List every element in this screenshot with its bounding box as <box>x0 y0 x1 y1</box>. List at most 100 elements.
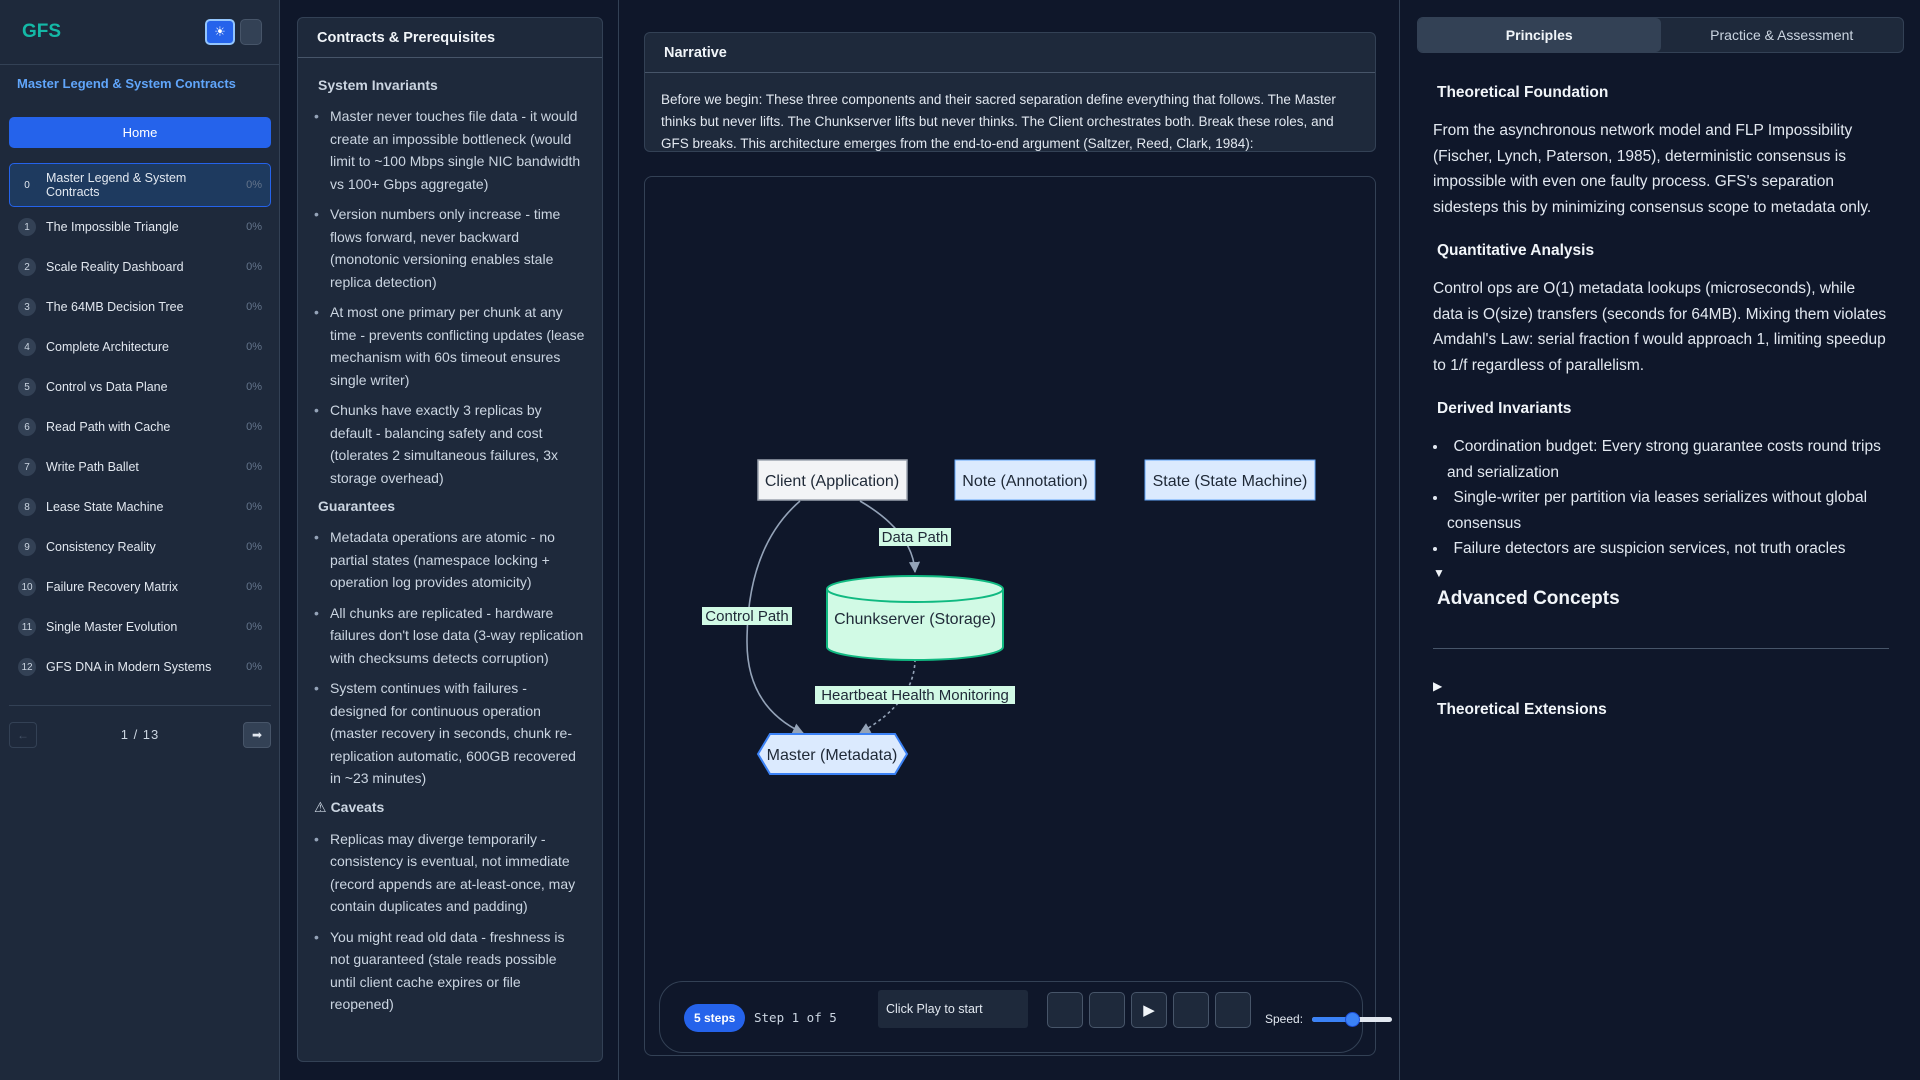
speed-slider-thumb[interactable] <box>1345 1012 1360 1027</box>
sidebar-item-label: The Impossible Triangle <box>46 220 179 234</box>
speed-slider-fill <box>1312 1017 1352 1022</box>
next-page-button[interactable]: ➡ <box>243 722 271 748</box>
node-client[interactable]: Client (Application) <box>757 459 908 501</box>
label-control-path-text: Control Path <box>705 608 788 625</box>
progress-percent: 0% <box>246 179 262 191</box>
node-note[interactable]: Note (Annotation) <box>954 459 1096 501</box>
next-step-button[interactable] <box>1173 992 1209 1028</box>
playback-controls: 5 steps Step 1 of 5 Click Play to start … <box>659 981 1392 1053</box>
step-number-badge: 2 <box>18 258 36 276</box>
advanced-toggle[interactable]: ▼ <box>1433 566 1889 580</box>
sidebar: GFS ☀ Master Legend & System Contracts H… <box>0 0 280 1080</box>
triangle-right-icon: ▶ <box>1433 678 1443 693</box>
step-indicator: Step 1 of 5 <box>754 1010 837 1025</box>
section-title: Guarantees <box>318 498 396 514</box>
progress-percent: 0% <box>246 541 262 553</box>
prev-page-button[interactable]: ← <box>9 722 37 748</box>
play-icon: ▶ <box>1143 1002 1155 1019</box>
visualization-panel: Client (Application) Note (Annotation) S… <box>644 176 1392 1056</box>
contracts-list: Metadata operations are atomic - no part… <box>314 526 586 790</box>
sidebar-utility-button[interactable] <box>240 19 262 45</box>
label-control-path: Control Path <box>702 607 792 625</box>
play-button[interactable]: ▶ <box>1131 992 1167 1028</box>
quant-title: Quantitative Analysis <box>1437 242 1595 259</box>
extensions-title: Theoretical Extensions <box>1437 700 1607 718</box>
narrative-header: Narrative <box>645 33 1375 73</box>
extensions-heading[interactable]: Theoretical Extensions <box>1433 701 1889 719</box>
step-number-badge: 11 <box>18 618 36 636</box>
contracts-panel: Contracts & Prerequisites System Invaria… <box>297 17 603 1062</box>
contracts-list: Master never touches file data - it woul… <box>314 105 586 489</box>
sidebar-item-label: Read Path with Cache <box>46 420 171 434</box>
sidebar-header: GFS ☀ <box>0 0 279 65</box>
sidebar-item-label: Complete Architecture <box>46 340 169 354</box>
derived-item: Coordination budget: Every strong guaran… <box>1433 434 1889 485</box>
step-number-badge: 6 <box>18 418 36 436</box>
node-state[interactable]: State (State Machine) <box>1144 459 1316 501</box>
contract-item: Master never touches file data - it woul… <box>314 105 586 195</box>
node-state-label: State (State Machine) <box>1153 473 1308 490</box>
speed-slider[interactable] <box>1312 1012 1392 1027</box>
reset-button[interactable] <box>1215 992 1251 1028</box>
node-chunkserver[interactable]: Chunkserver (Storage) <box>826 575 1004 661</box>
theory-text: From the asynchronous network model and … <box>1433 122 1872 216</box>
derived-heading: Derived Invariants <box>1433 400 1889 418</box>
node-master[interactable]: Master (Metadata) <box>756 733 909 775</box>
step-number-badge: 7 <box>18 458 36 476</box>
node-master-label: Master (Metadata) <box>767 747 898 764</box>
tab-principles[interactable]: Principles <box>1418 18 1661 52</box>
sun-icon: ☀ <box>214 24 226 39</box>
step-number-badge: 8 <box>18 498 36 516</box>
contract-item: Replicas may diverge temporarily - consi… <box>314 828 586 918</box>
brand-name: GFS <box>22 21 62 42</box>
contracts-header: Contracts & Prerequisites <box>298 18 602 58</box>
tab-practice-assessment[interactable]: Practice & Assessment <box>1710 27 1854 43</box>
sidebar-item-label: GFS DNA in Modern Systems <box>46 660 212 674</box>
prev-step-button[interactable] <box>1089 992 1125 1028</box>
arrow-right-icon: ➡ <box>251 728 263 742</box>
label-heartbeat-text: Heartbeat Health Monitoring <box>821 687 1009 704</box>
contract-item: All chunks are replicated - hardware fai… <box>314 602 586 670</box>
step-number-badge: 12 <box>18 658 36 676</box>
step-number-badge: 10 <box>18 578 36 596</box>
theory-title: Theoretical Foundation <box>1437 84 1609 101</box>
contract-item: Version numbers only increase - time flo… <box>314 203 586 293</box>
derived-item: Failure detectors are suspicion services… <box>1433 536 1889 562</box>
extensions-toggle[interactable]: ▶ <box>1433 679 1889 693</box>
step-number-badge: 4 <box>18 338 36 356</box>
arrow-left-icon: ← <box>17 728 29 742</box>
theme-toggle-button[interactable]: ☀ <box>205 19 235 45</box>
derived-list: Coordination budget: Every strong guaran… <box>1433 434 1889 562</box>
node-client-label: Client (Application) <box>765 473 899 490</box>
narrative-title: Narrative <box>664 44 727 61</box>
first-step-button[interactable] <box>1047 992 1083 1028</box>
progress-percent: 0% <box>246 261 262 273</box>
node-chunkserver-label: Chunkserver (Storage) <box>834 611 996 628</box>
node-note-label: Note (Annotation) <box>962 473 1087 490</box>
sidebar-item-label: Single Master Evolution <box>46 620 178 634</box>
advanced-title: Advanced Concepts <box>1437 587 1620 609</box>
pager: ← 1 / 13 ➡ <box>9 722 271 748</box>
brand-logo[interactable]: GFS <box>18 21 61 43</box>
contracts-title: Contracts & Prerequisites <box>317 29 496 46</box>
sidebar-divider <box>9 705 271 706</box>
triangle-down-icon: ▼ <box>1433 565 1445 580</box>
contracts-section-heading: System Invariants <box>314 77 586 93</box>
theory-heading: Theoretical Foundation <box>1433 84 1889 102</box>
home-button[interactable]: Home <box>9 117 271 148</box>
quant-text: Control ops are O(1) metadata lookups (m… <box>1433 280 1887 374</box>
